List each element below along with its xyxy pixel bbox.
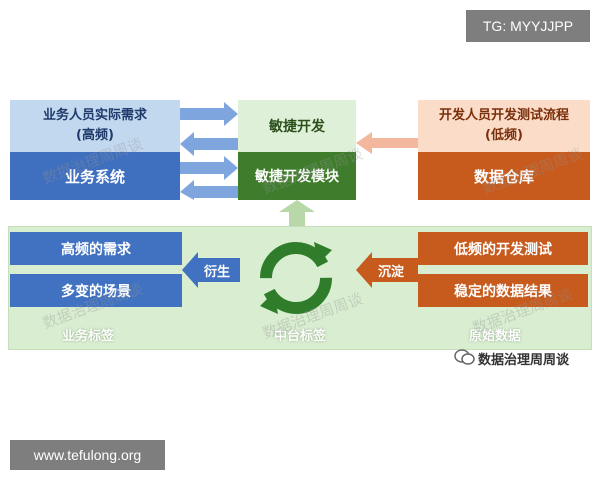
business-system-label: 业务系统 bbox=[64, 167, 125, 186]
wechat-icon bbox=[454, 349, 475, 365]
dev-test-flow-frequency: (低频) bbox=[485, 128, 523, 143]
data-warehouse-box: 数据仓库 bbox=[418, 152, 590, 200]
variable-scenario-label: 多变的场景 bbox=[61, 283, 131, 300]
business-demand-title: 业务人员实际需求 bbox=[42, 108, 147, 123]
cycle-icon bbox=[260, 242, 332, 314]
derive-arrow bbox=[182, 252, 240, 288]
dev-test-flow-header: 开发人员开发测试流程 (低频) bbox=[418, 100, 590, 152]
high-frequency-demand-box: 高频的需求 bbox=[10, 232, 182, 265]
agile-dev-module-label: 敏捷开发模块 bbox=[255, 169, 339, 185]
settle-arrow-top bbox=[356, 132, 418, 154]
settle-arrow bbox=[356, 252, 418, 288]
agile-dev-title: 敏捷开发 bbox=[269, 119, 325, 135]
arrow-right-2 bbox=[180, 156, 238, 180]
derive-arrow-shape bbox=[182, 252, 240, 288]
arrow-left-orange bbox=[356, 132, 418, 154]
settle-text: 沉淀 bbox=[377, 264, 404, 280]
raw-data-label: 原始数据 bbox=[468, 329, 521, 344]
arrow-up-green bbox=[279, 200, 315, 226]
derive-label: 衍生 bbox=[196, 258, 238, 282]
url-badge: www.tefulong.org bbox=[10, 440, 165, 470]
up-arrow bbox=[279, 200, 315, 226]
variable-scenario-box: 多变的场景 bbox=[10, 274, 182, 307]
business-system-box: 业务系统 bbox=[10, 152, 180, 200]
wechat-account-name: 数据治理周周谈 bbox=[478, 353, 570, 368]
arrow-right-1 bbox=[180, 102, 238, 126]
low-frequency-dev-test-label: 低频的开发测试 bbox=[454, 241, 552, 258]
arrow-left-1 bbox=[180, 132, 238, 156]
bidirectional-arrows bbox=[180, 102, 238, 200]
business-demand-header: 业务人员实际需求 (高频) bbox=[10, 100, 180, 152]
dev-test-flow-title: 开发人员开发测试流程 bbox=[438, 108, 569, 123]
middle-tag-label: 中台标签 bbox=[273, 329, 326, 344]
stable-data-result-box: 稳定的数据结果 bbox=[418, 274, 588, 307]
tg-badge: TG: MYYJJPP bbox=[466, 10, 590, 42]
business-demand-frequency: (高频) bbox=[76, 128, 114, 143]
stable-data-result-label: 稳定的数据结果 bbox=[454, 283, 552, 300]
agile-dev-module-box: 敏捷开发模块 bbox=[238, 152, 356, 200]
derive-text: 衍生 bbox=[203, 264, 230, 280]
data-warehouse-label: 数据仓库 bbox=[473, 167, 534, 186]
settle-arrow-shape bbox=[356, 252, 418, 288]
agile-dev-header: 敏捷开发 bbox=[238, 100, 356, 152]
business-tag-label: 业务标签 bbox=[61, 329, 114, 344]
settle-label: 沉淀 bbox=[370, 258, 412, 282]
arrow-left-2 bbox=[180, 180, 238, 200]
high-frequency-demand-label: 高频的需求 bbox=[61, 241, 131, 258]
low-frequency-dev-test-box: 低频的开发测试 bbox=[418, 232, 588, 265]
